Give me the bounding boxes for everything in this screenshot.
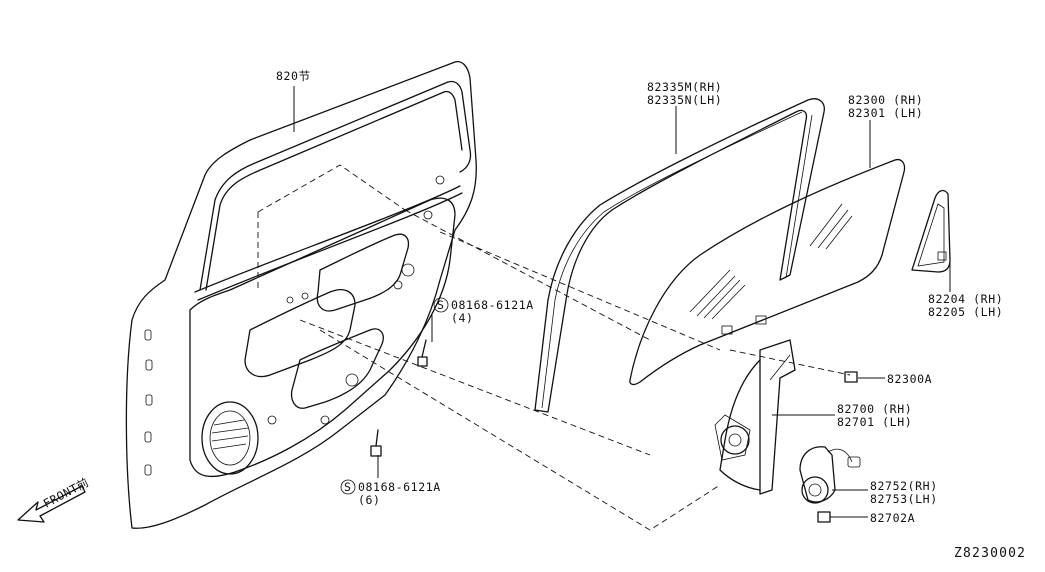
svg-text:S: S bbox=[437, 298, 445, 312]
s-marker-lower-icon: S bbox=[340, 479, 356, 495]
door-sash bbox=[534, 98, 825, 413]
label-motor-rh: 82752(RH) bbox=[870, 479, 938, 493]
label-bolt-lower-qty: (6) bbox=[358, 493, 381, 507]
label-corner-lh: 82205 (LH) bbox=[928, 305, 1003, 319]
bolt-motor bbox=[817, 511, 831, 523]
label-regulator-rh: 82700 (RH) bbox=[837, 402, 912, 416]
label-sash-lh: 82335N(LH) bbox=[647, 93, 722, 107]
label-regulator-lh: 82701 (LH) bbox=[837, 415, 912, 429]
leader-lines bbox=[293, 86, 951, 518]
label-door-panel: 820节 bbox=[276, 69, 311, 83]
label-corner-rh: 82204 (RH) bbox=[928, 292, 1003, 306]
assembly-lines bbox=[299, 209, 851, 531]
front-arrow-icon bbox=[17, 485, 86, 523]
label-glass-bolt: 82300A bbox=[887, 372, 932, 386]
label-glass-rh: 82300 (RH) bbox=[848, 93, 923, 107]
diagram-code: Z8230002 bbox=[954, 546, 1026, 561]
svg-text:S: S bbox=[344, 480, 352, 494]
rear-door-panel bbox=[125, 60, 477, 529]
label-glass-lh: 82301 (LH) bbox=[848, 106, 923, 120]
regulator-motor bbox=[799, 446, 861, 504]
bolt-glass bbox=[844, 371, 858, 383]
window-regulator bbox=[714, 339, 796, 495]
label-motor-lh: 82753(LH) bbox=[870, 492, 938, 506]
label-sash-rh: 82335M(RH) bbox=[647, 80, 722, 94]
label-bolt-lower: 08168-6121A bbox=[358, 480, 441, 494]
label-motor-bolt: 82702A bbox=[870, 511, 915, 525]
door-glass bbox=[629, 158, 906, 386]
s-marker-upper-icon: S bbox=[433, 297, 449, 313]
bolt-upper bbox=[417, 339, 428, 367]
bolt-lower bbox=[370, 429, 382, 457]
label-bolt-upper: 08168-6121A bbox=[451, 298, 534, 312]
corner-piece bbox=[911, 189, 951, 273]
label-bolt-upper-qty: (4) bbox=[451, 311, 474, 325]
